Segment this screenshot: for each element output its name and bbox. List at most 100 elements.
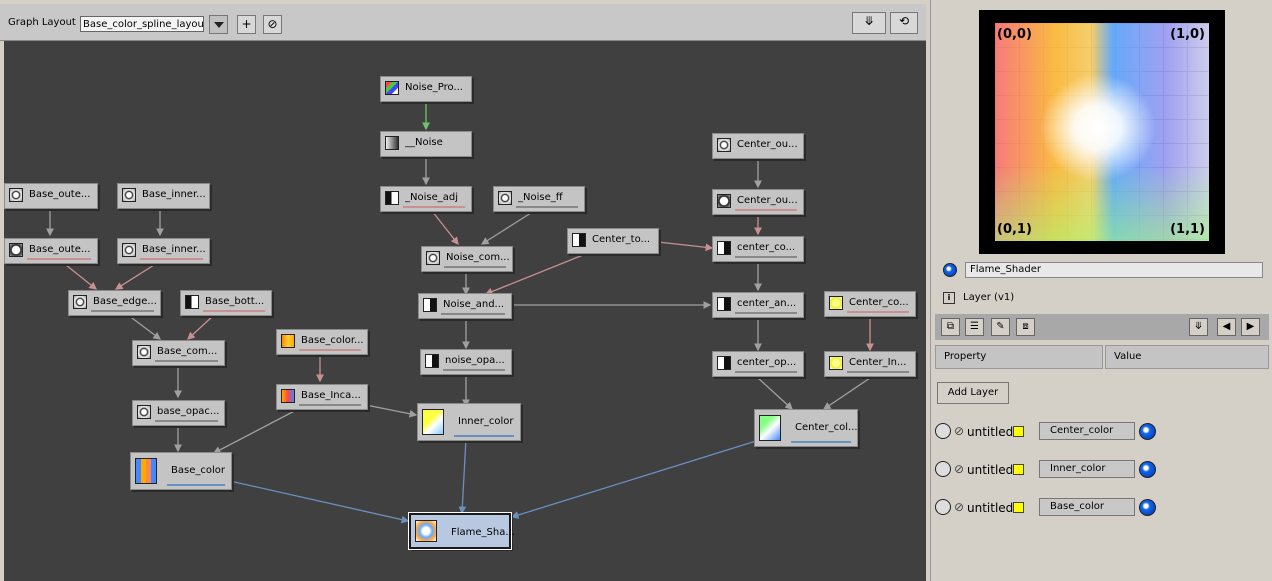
disable-icon[interactable]: ⊘ xyxy=(953,424,965,438)
node-base-oute-2[interactable]: Base_oute... xyxy=(4,238,98,264)
node-center-to[interactable]: Center_to... xyxy=(567,228,659,254)
layer-row: ⊘ untitled Inner_color xyxy=(935,458,1265,480)
disable-icon[interactable]: ⊘ xyxy=(953,500,965,514)
node-center-an[interactable]: center_an... xyxy=(712,292,804,318)
property-column-header[interactable]: Property xyxy=(935,345,1103,369)
arrow-left-icon: ◀ xyxy=(1222,321,1231,332)
layer-view-button[interactable]: ⧉ xyxy=(941,318,960,336)
node-center-op[interactable]: center_op... xyxy=(712,351,804,377)
node-underline xyxy=(444,266,506,268)
refresh-button[interactable]: ⟲ xyxy=(890,12,918,34)
node-thumbnail-icon xyxy=(185,295,199,309)
node-thumbnail-icon xyxy=(122,188,136,202)
node-underline xyxy=(91,310,154,312)
view-icon: ⧉ xyxy=(946,321,955,332)
node-thumbnail-icon xyxy=(717,297,731,311)
graph-layout-label: Graph Layout xyxy=(8,17,76,28)
layer-toggle-icon[interactable] xyxy=(935,499,951,515)
graph-canvas[interactable]: Noise_Pro... __Noise _Noise_adj _Noise_f… xyxy=(4,41,926,581)
node-thumbnail-icon xyxy=(572,233,586,247)
node-center-color[interactable]: Center_col... xyxy=(754,409,858,447)
node-thumbnail-icon xyxy=(829,356,843,370)
layer-pick-button[interactable]: ✎ xyxy=(991,318,1010,336)
layer-row: ⊘ untitled Center_color xyxy=(935,420,1265,442)
node-underline xyxy=(735,209,797,211)
corner-label: (0,0) xyxy=(997,27,1032,42)
shader-name-field[interactable]: Flame_Shader xyxy=(965,262,1263,278)
node-noise-adj[interactable]: _Noise_adj xyxy=(380,186,472,212)
layer-copy-button[interactable]: ⧈ xyxy=(1016,318,1035,336)
shader-preview-image: (0,0) (1,0) (0,1) (1,1) xyxy=(995,23,1209,241)
layout-dropdown-button[interactable] xyxy=(209,15,228,34)
node-thumbnail-icon xyxy=(426,251,440,265)
layout-tree-button[interactable]: ⤋ xyxy=(852,12,886,34)
layer-color-swatch[interactable] xyxy=(1013,426,1024,437)
layer-value-field[interactable]: Inner_color xyxy=(1039,460,1135,478)
node-thumbnail-icon xyxy=(73,295,87,309)
node-center-in[interactable]: Center_In... xyxy=(824,351,916,377)
layer-value-field[interactable]: Center_color xyxy=(1039,422,1135,440)
layer-toggle-icon[interactable] xyxy=(935,423,951,439)
node-inner-color[interactable]: Inner_color xyxy=(417,403,521,441)
list-icon: ☰ xyxy=(970,321,979,332)
node-noise[interactable]: __Noise xyxy=(380,131,472,157)
layer-color-swatch[interactable] xyxy=(1013,464,1024,475)
node-noise-com[interactable]: Noise_com... xyxy=(421,246,513,272)
node-noise-ff[interactable]: _Noise_ff xyxy=(493,186,585,212)
previous-button[interactable]: ◀ xyxy=(1217,318,1236,336)
node-base-opac[interactable]: base_opac... xyxy=(132,400,225,426)
node-noise-pro[interactable]: Noise_Pro... xyxy=(380,76,472,102)
node-underline xyxy=(735,312,797,314)
node-noise-and[interactable]: Noise_and... xyxy=(418,293,512,319)
node-center-ou-2[interactable]: Center_ou... xyxy=(712,189,804,215)
disable-icon[interactable]: ⊘ xyxy=(953,462,965,476)
node-base-inner-2[interactable]: Base_inner... xyxy=(117,238,210,264)
delete-layout-button[interactable]: ⊘ xyxy=(263,15,282,34)
plus-icon: + xyxy=(241,17,252,31)
node-underline xyxy=(441,313,505,315)
node-base-bott[interactable]: Base_bott... xyxy=(180,290,272,316)
node-label: Base_oute... xyxy=(29,189,91,200)
node-label: Base_inner... xyxy=(142,244,206,255)
next-button[interactable]: ▶ xyxy=(1241,318,1260,336)
node-base-color-source[interactable]: Base_color... xyxy=(276,329,368,355)
node-underline xyxy=(443,369,505,371)
node-thumbnail-icon xyxy=(759,415,781,441)
layer-name: untitled xyxy=(967,463,1014,477)
add-layout-button[interactable]: + xyxy=(237,15,256,34)
node-base-color[interactable]: Base_color xyxy=(130,452,232,490)
node-label: Inner_color xyxy=(458,416,514,427)
tree-icon: ⤋ xyxy=(1194,321,1203,332)
node-label: Flame_Sha... xyxy=(451,527,515,538)
node-thumbnail-icon xyxy=(717,356,731,370)
layer-value-field[interactable]: Base_color xyxy=(1039,498,1135,516)
node-base-inca[interactable]: Base_Inca... xyxy=(276,384,368,410)
node-thumbnail-icon xyxy=(415,520,437,542)
node-center-ou-1[interactable]: Center_ou... xyxy=(712,133,804,159)
layer-color-swatch[interactable] xyxy=(1013,502,1024,513)
shader-ball-icon[interactable] xyxy=(1139,423,1156,440)
node-base-oute-1[interactable]: Base_oute... xyxy=(4,183,98,209)
shader-ball-icon[interactable] xyxy=(1139,499,1156,516)
node-flame-shader[interactable]: Flame_Sha... xyxy=(408,512,515,550)
node-center-co-source[interactable]: Center_co... xyxy=(824,291,916,317)
shader-ball-icon[interactable] xyxy=(943,263,957,277)
node-center-co[interactable]: center_co... xyxy=(712,236,804,262)
value-column-header[interactable]: Value xyxy=(1105,345,1269,369)
layer-toggle-icon[interactable] xyxy=(935,461,951,477)
node-thumbnail-icon xyxy=(717,241,731,255)
node-noise-opa[interactable]: noise_opa... xyxy=(420,349,512,375)
layer-tree-button[interactable]: ⤋ xyxy=(1189,318,1208,336)
node-thumbnail-icon xyxy=(498,191,512,205)
layer-list-button[interactable]: ☰ xyxy=(965,318,984,336)
shader-ball-icon[interactable] xyxy=(1139,461,1156,478)
node-base-com[interactable]: Base_com... xyxy=(132,340,225,366)
layout-select[interactable]: Base_color_spline_layout xyxy=(80,16,204,32)
add-layer-button[interactable]: Add Layer xyxy=(937,382,1009,404)
node-thumbnail-icon xyxy=(829,296,843,310)
layer-version-label: Layer (v1) xyxy=(963,292,1015,303)
node-base-edge[interactable]: Base_edge... xyxy=(68,290,161,316)
node-base-inner-1[interactable]: Base_inner... xyxy=(117,183,210,209)
graph-edges xyxy=(46,101,874,524)
